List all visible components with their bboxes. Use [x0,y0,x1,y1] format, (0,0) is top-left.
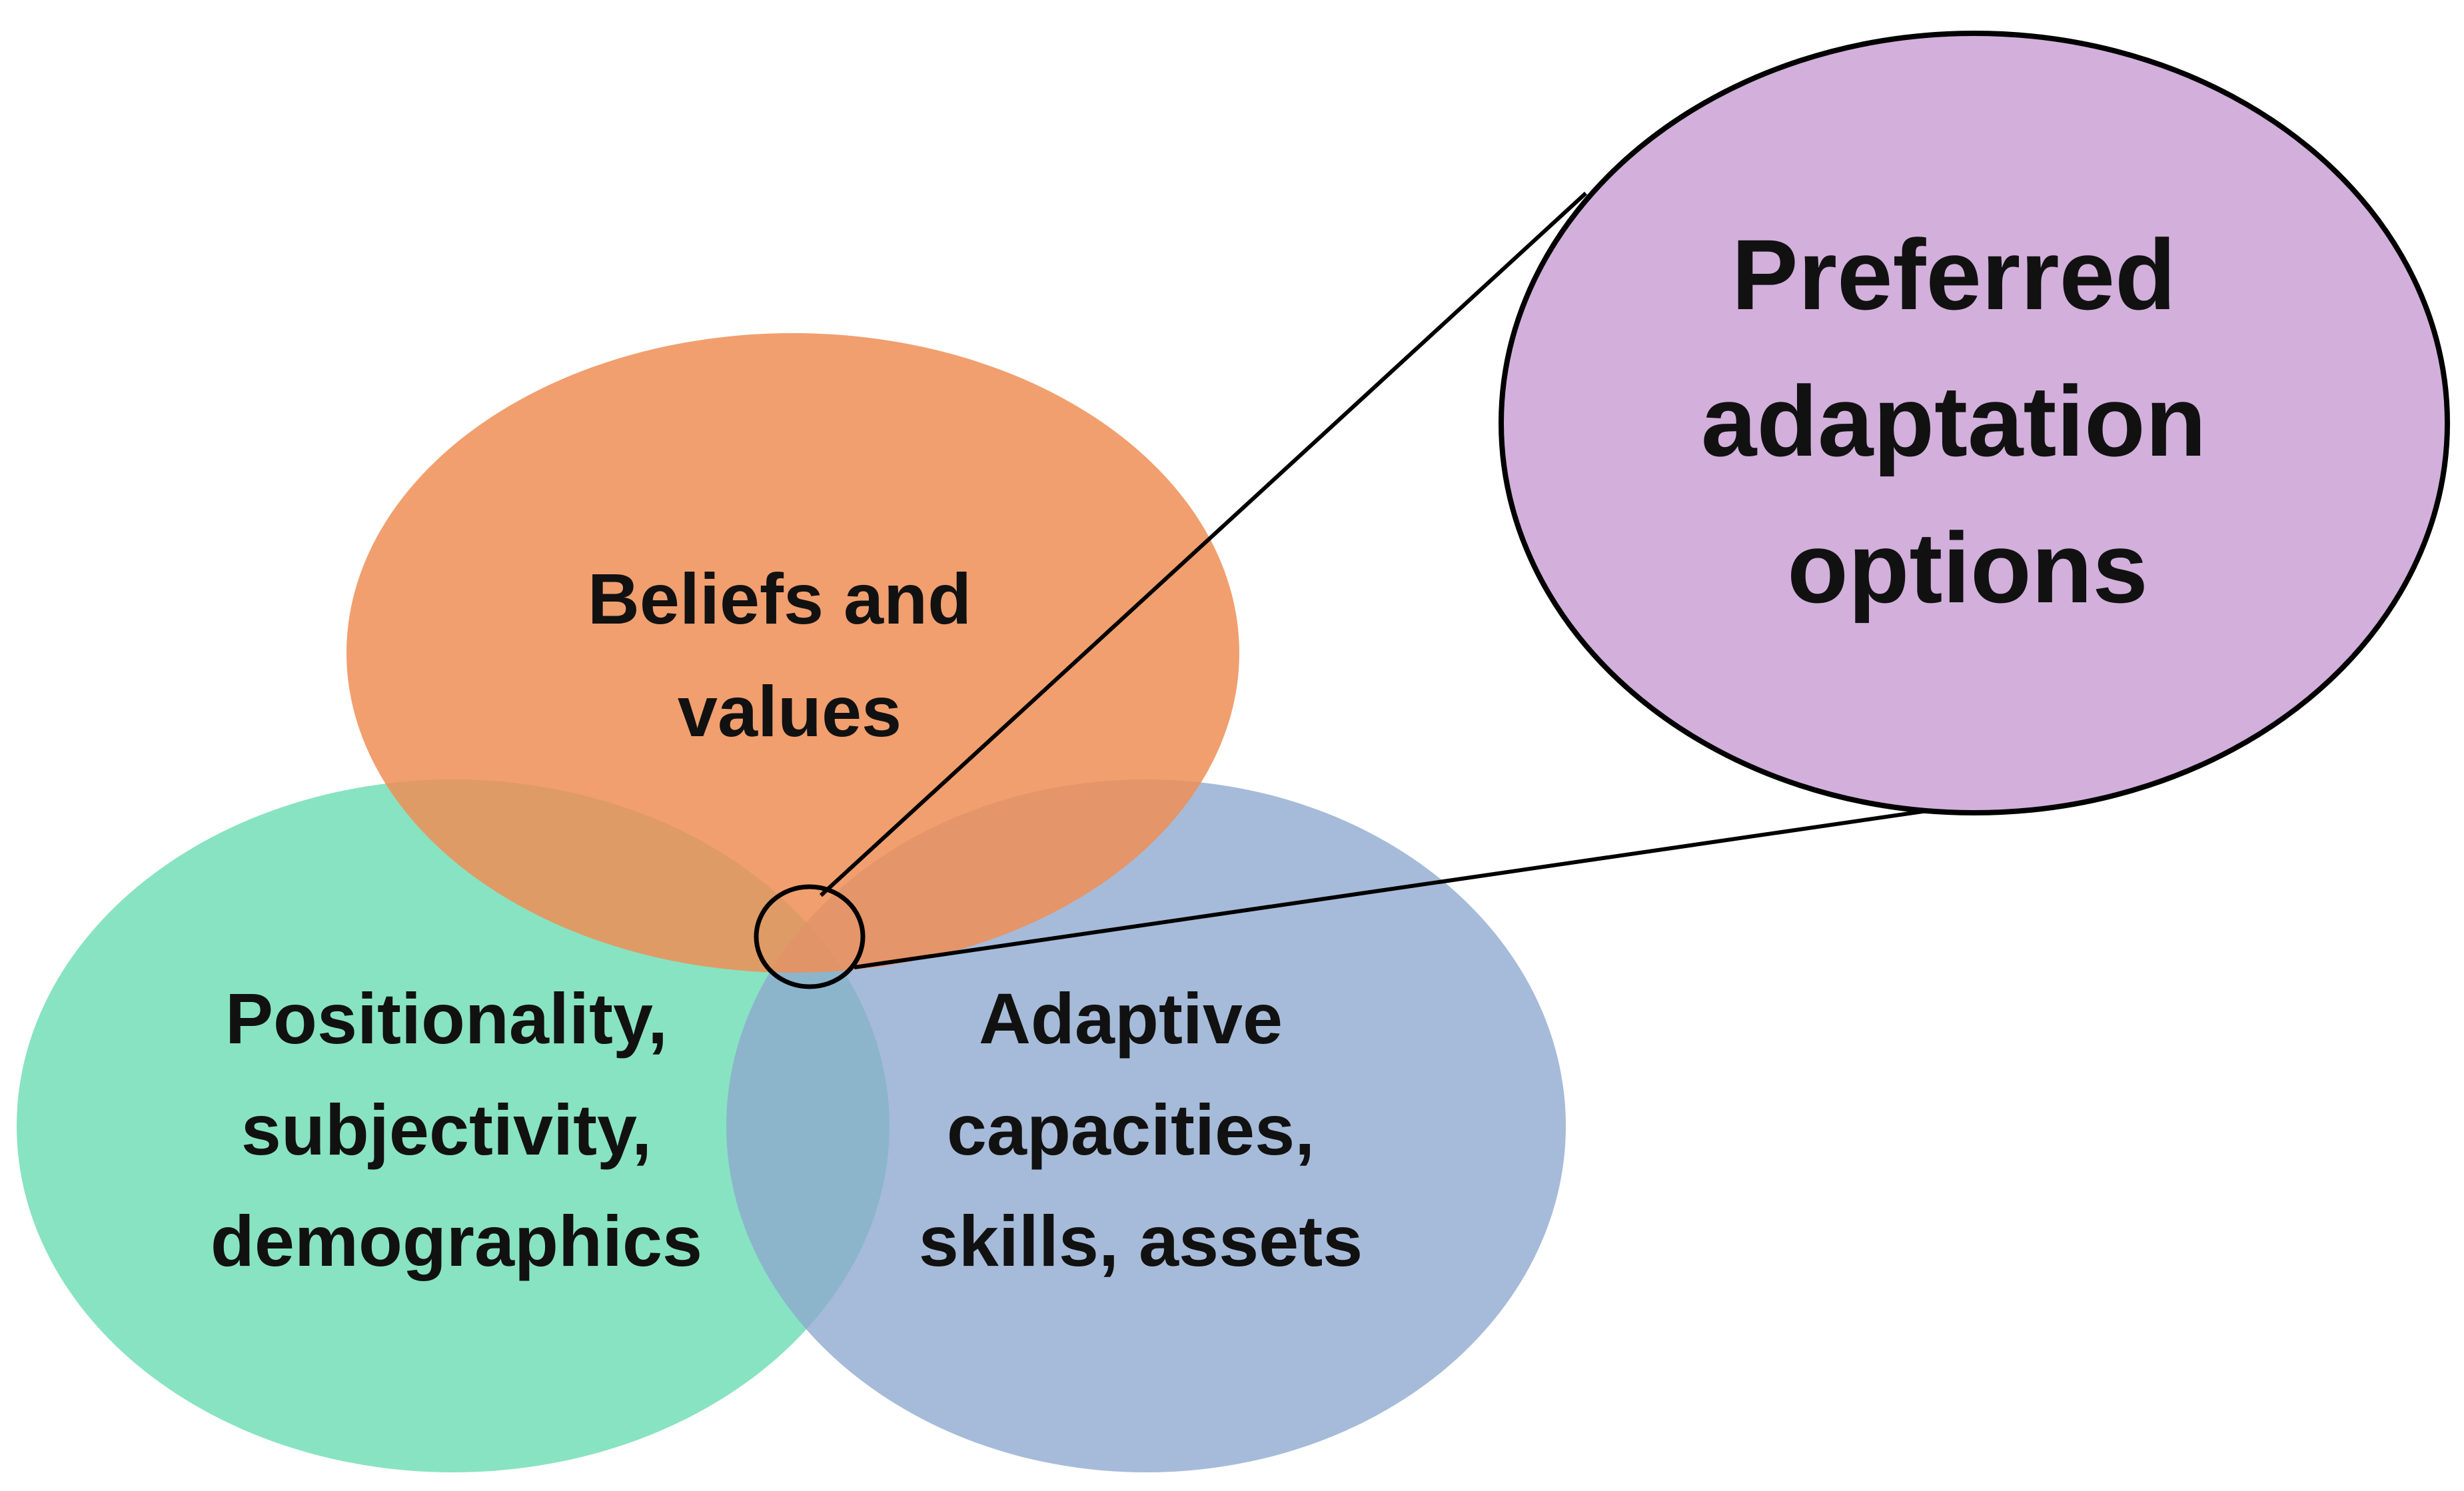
preferred-label-line-1: Preferred [1732,219,2176,330]
preferred-label-line-2: adaptation [1701,365,2206,477]
positionality-label-line-2: subjectivity, [241,1089,652,1170]
callout-line-lower [854,806,1946,969]
preferred-options-circle [1499,31,2450,815]
capacities-label-line-2: capacities, [947,1089,1315,1170]
beliefs-label-line-1: Beliefs and [588,558,971,639]
intersection-focus-circle [754,884,866,989]
capacities-label-line-1: Adaptive [979,978,1283,1059]
beliefs-circle [346,333,1239,973]
positionality-label-line-1: Positionality, [225,978,668,1059]
capacities-label: Adaptive capacities, skills, assets [919,978,1363,1281]
capacities-label-line-3: skills, assets [919,1201,1363,1281]
beliefs-label-line-2: values [678,671,902,751]
beliefs-label: Beliefs and values [588,558,991,751]
callout-line-upper [819,191,1588,897]
preferred-options-label: Preferred adaptation options [1701,219,2234,624]
preferred-label-line-3: options [1787,512,2148,624]
positionality-label-line-3: demographics [211,1201,702,1281]
positionality-label: Positionality, subjectivity, demographic… [211,978,702,1281]
